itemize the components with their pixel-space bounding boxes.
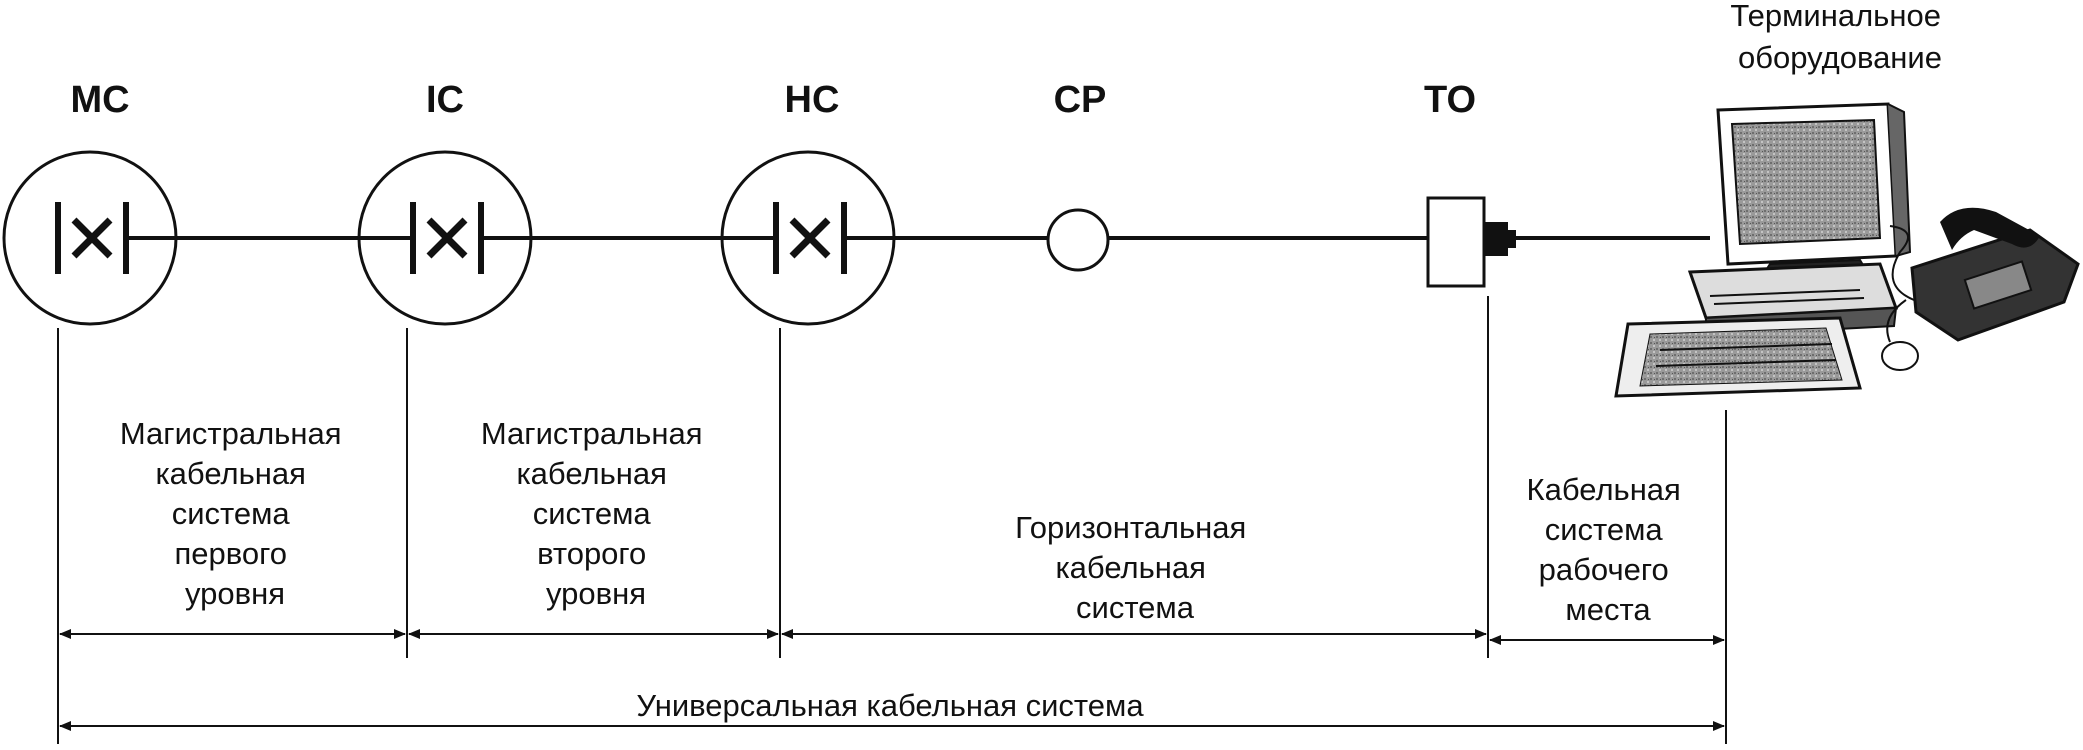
outlet-to-icon <box>1426 196 1516 288</box>
segment-label-line: система <box>533 496 652 531</box>
cross-connect-mc-icon <box>2 150 178 326</box>
segment-label-horizontal: Горизонтальная кабельная система <box>1015 510 1255 625</box>
consolidation-point-icon <box>1046 208 1110 272</box>
segment-label-line: рабочего <box>1539 552 1669 587</box>
segment-label-line: кабельная <box>155 456 306 491</box>
segment-label-line: Магистральная <box>481 416 703 451</box>
segment-label-line: система <box>172 496 291 531</box>
segment-label-line: второго <box>537 536 646 571</box>
cross-connect-ic-icon <box>357 150 533 326</box>
segment-label-line: кабельная <box>1055 550 1206 585</box>
node-code-hc: HC <box>785 79 840 121</box>
node-code-cp: CP <box>1054 79 1107 121</box>
computer-workstation-icon <box>1614 102 2080 398</box>
segment-label-line: первого <box>174 536 287 571</box>
cross-connect-hc-icon <box>720 150 896 326</box>
segment-label-backbone-2: Магистральная кабельная система второго … <box>481 416 711 611</box>
segment-label-line: Кабельная <box>1527 472 1681 507</box>
segment-label-work-area: Кабельная система рабочего места <box>1527 472 1690 627</box>
node-code-to: TO <box>1424 79 1476 121</box>
segment-label-line: система <box>1076 590 1195 625</box>
terminal-label: Терминальное оборудование <box>1730 0 1949 75</box>
segment-label-line: уровня <box>185 576 285 611</box>
node-code-mc: MC <box>70 79 129 121</box>
segment-label-backbone-1: Магистральная кабельная система первого … <box>120 416 350 611</box>
node-code-ic: IC <box>426 79 464 121</box>
universal-system-label: Универсальная кабельная система <box>636 688 1144 723</box>
segment-label-line: Горизонтальная <box>1015 510 1246 545</box>
segment-label-line: система <box>1545 512 1664 547</box>
terminal-label-line: оборудование <box>1738 40 1942 75</box>
segment-label-line: места <box>1565 592 1651 627</box>
segment-label-line: кабельная <box>516 456 667 491</box>
segment-label-line: Магистральная <box>120 416 342 451</box>
segment-label-line: уровня <box>546 576 646 611</box>
terminal-label-line: Терминальное <box>1730 0 1941 33</box>
